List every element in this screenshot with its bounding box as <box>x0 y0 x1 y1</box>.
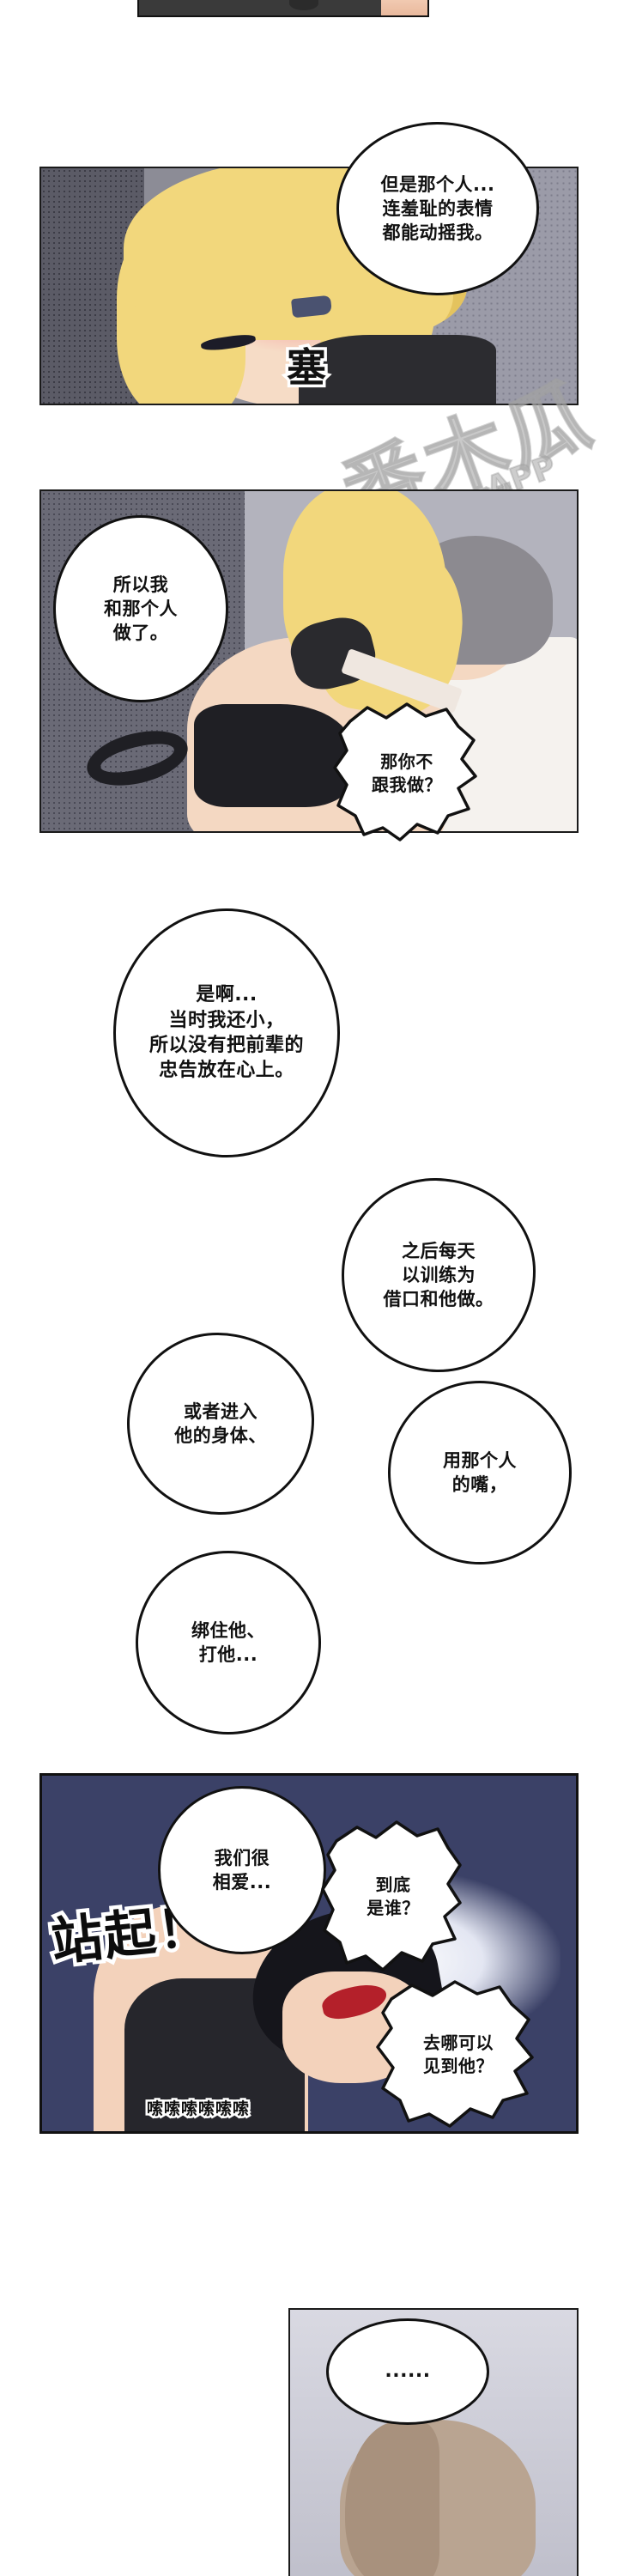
speech-bubble-12: ...... <box>326 2318 489 2425</box>
speech-bubble-3-text: 那你不 跟我做？ <box>372 751 442 795</box>
speech-bubble-8: 绑住他、 打他... <box>136 1551 321 1735</box>
speech-bubble-2: 所以我 和那个人 做了。 <box>53 515 228 702</box>
speech-bubble-9: 我们很 相爱... <box>158 1786 326 1954</box>
speech-bubble-1-text: 但是那个人... 连羞耻的表情 都能动摇我。 <box>380 173 495 244</box>
panel-top-sliver <box>137 0 429 17</box>
speech-bubble-12-text: ...... <box>385 2360 431 2383</box>
speech-bubble-7-text: 用那个人 的嘴， <box>443 1449 517 1495</box>
speech-bubble-7: 用那个人 的嘴， <box>388 1381 572 1564</box>
speech-bubble-3: 那你不 跟我做？ <box>333 702 481 845</box>
speech-bubble-4: 是啊... 当时我还小， 所以没有把前辈的 忠告放在心上。 <box>113 908 340 1157</box>
panel1-glove <box>299 335 496 404</box>
speech-bubble-5-text: 之后每天 以训练为 借口和他做。 <box>383 1240 494 1310</box>
speech-bubble-6-text: 或者进入 他的身体、 <box>174 1400 267 1446</box>
speech-bubble-11: 去哪可以 见到他？ <box>374 1978 542 2131</box>
panel-top-shape <box>288 0 318 10</box>
speech-bubble-9-text: 我们很 相爱... <box>212 1847 272 1893</box>
speech-bubble-6: 或者进入 他的身体、 <box>127 1333 314 1515</box>
speech-bubble-5: 之后每天 以训练为 借口和他做。 <box>342 1178 536 1372</box>
panel1-sfx-text: 塞 <box>284 342 330 394</box>
speech-bubble-11-text: 去哪可以 见到他？ <box>423 2032 494 2076</box>
speech-bubble-10: 到底 是谁？ <box>321 1819 465 1975</box>
panel4-hair-shadow <box>345 2421 439 2576</box>
speech-bubble-1: 但是那个人... 连羞耻的表情 都能动摇我。 <box>336 122 539 295</box>
panel-top-skin <box>381 0 427 15</box>
speech-bubble-4-text: 是啊... 当时我还小， 所以没有把前辈的 忠告放在心上。 <box>148 984 304 1082</box>
speech-bubble-2-text: 所以我 和那个人 做了。 <box>104 574 178 644</box>
panel2-top-garment <box>194 704 354 807</box>
speech-bubble-8-text: 绑住他、 打他... <box>191 1619 265 1665</box>
speech-bubble-10-text: 到底 是谁？ <box>367 1874 420 1918</box>
panel3-sfx-small: 嗦嗦嗦嗦嗦嗦 <box>144 2098 251 2121</box>
